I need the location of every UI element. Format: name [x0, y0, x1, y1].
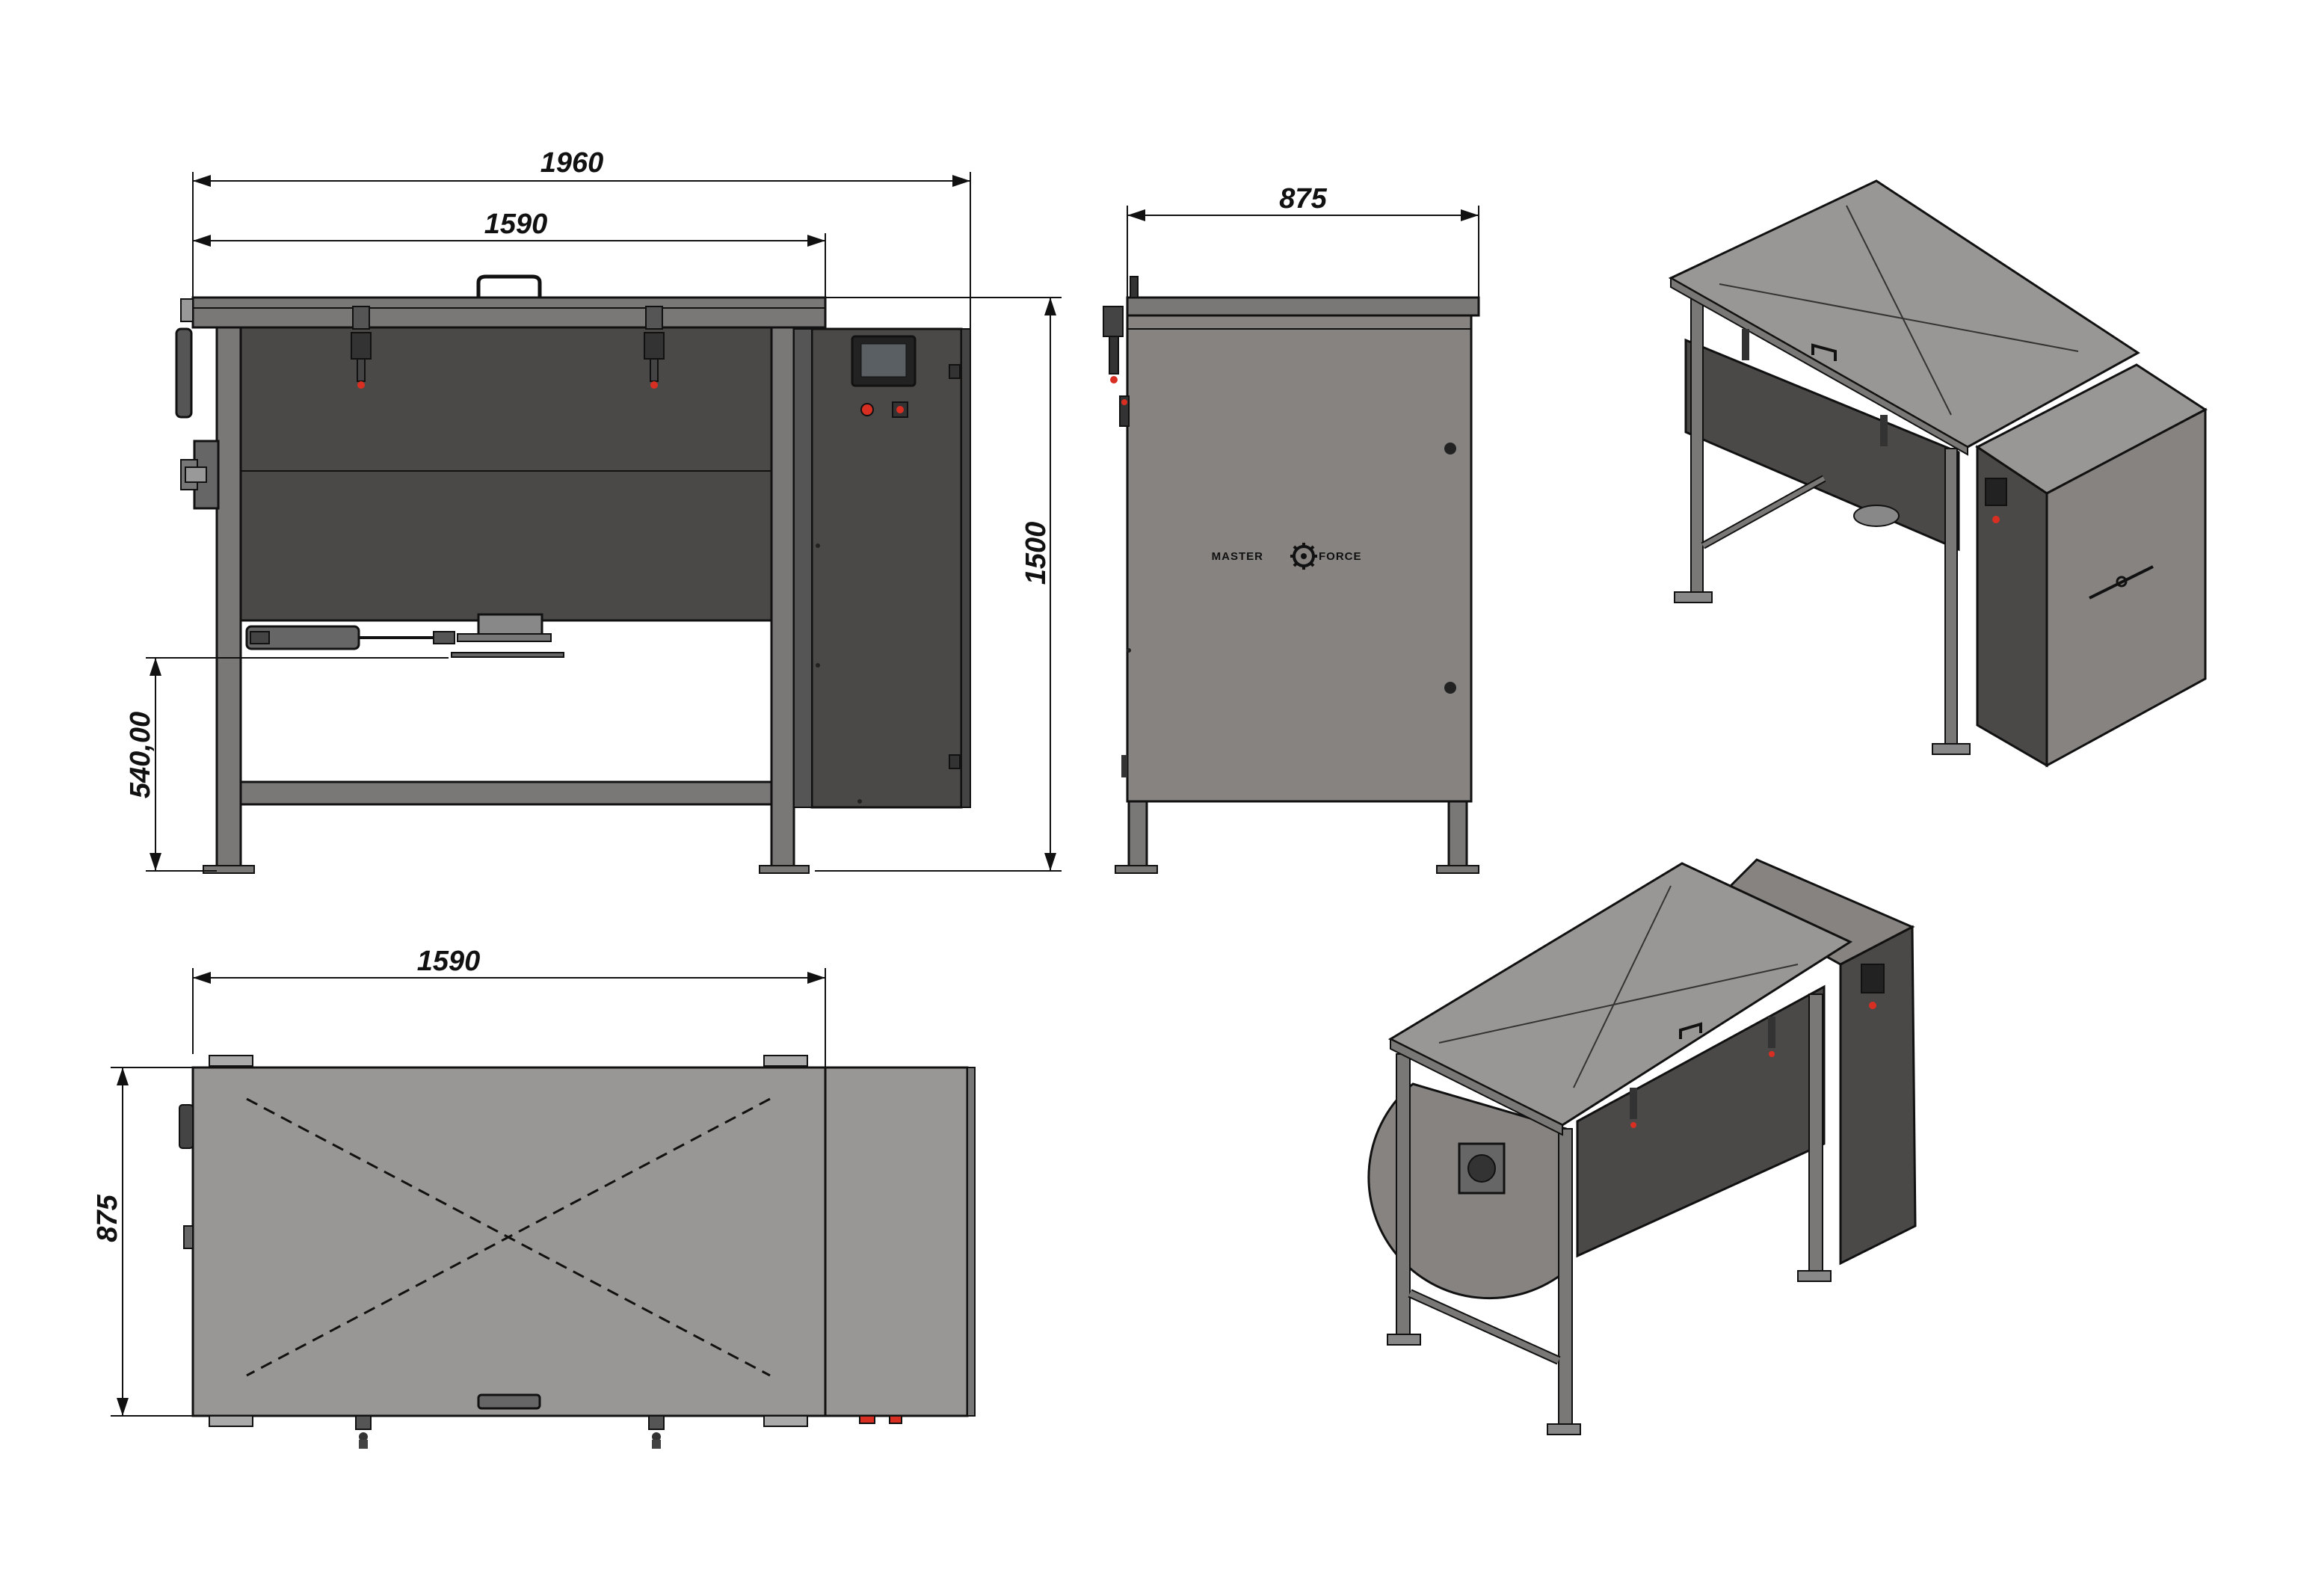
- front-clamp-right: [644, 306, 665, 389]
- front-view: [175, 274, 971, 874]
- front-outlet-valve: [245, 613, 564, 658]
- side-lever: [1103, 276, 1139, 427]
- top-view: [179, 1055, 976, 1449]
- side-dimensions: 875: [1127, 183, 1479, 298]
- front-crossbar: [239, 780, 773, 806]
- side-view: MASTER FORCE: [1103, 276, 1480, 874]
- dim-tank-width: 1590: [484, 209, 548, 240]
- brand-logo: MASTER FORCE: [1212, 543, 1362, 570]
- side-panel: [1126, 314, 1473, 803]
- dim-side-depth: 875: [1279, 183, 1327, 215]
- dim-top-tank-width: 1590: [417, 946, 481, 977]
- front-leg-mid: [770, 320, 795, 872]
- front-emergency-indicator: [860, 403, 874, 416]
- brand-left: MASTER: [1212, 550, 1263, 563]
- side-leg-left: [1127, 800, 1148, 872]
- top-lid-handle: [477, 1393, 541, 1410]
- isometric-view-rear: [1668, 179, 2208, 768]
- dim-top-depth: 875: [92, 1194, 123, 1242]
- top-clamp-right: [648, 1415, 665, 1449]
- top-lid: [191, 1066, 827, 1417]
- dim-total-height: 1500: [1020, 522, 1052, 585]
- dim-outlet-height: 540,00: [125, 712, 156, 798]
- front-bearing: [180, 440, 220, 510]
- dim-total-width: 1960: [540, 147, 604, 179]
- side-leg-right: [1447, 800, 1468, 872]
- top-control-cabinet: [824, 1066, 969, 1417]
- front-side-handle: [175, 327, 193, 419]
- isometric-view-front: [1367, 858, 1917, 1435]
- front-control-cabinet: [810, 327, 963, 809]
- front-tank: [239, 324, 773, 622]
- gear-icon: [1290, 543, 1317, 570]
- top-dimensions: 1590 875: [92, 946, 826, 1417]
- top-clamp-left: [355, 1415, 372, 1449]
- front-leg-left: [215, 320, 242, 872]
- front-dimensions: 1960 1590 1500 540,00: [125, 147, 1062, 872]
- brand-right: FORCE: [1319, 550, 1362, 563]
- front-lid: [191, 296, 827, 329]
- front-clamp-left: [351, 306, 372, 389]
